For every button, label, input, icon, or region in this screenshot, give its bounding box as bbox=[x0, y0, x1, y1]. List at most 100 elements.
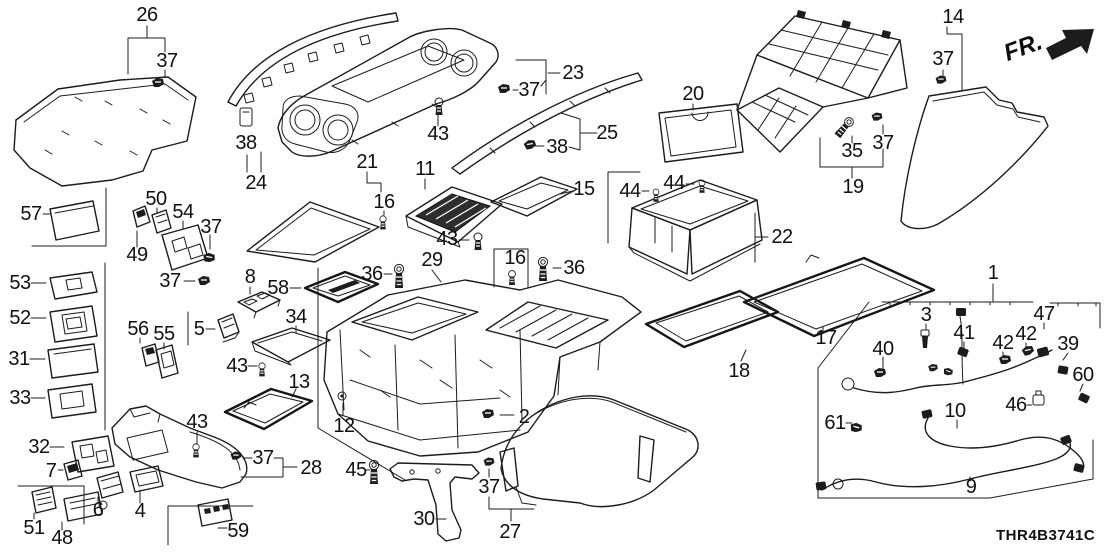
part-callout-54: 54 bbox=[172, 201, 194, 223]
part-callout-4: 4 bbox=[134, 500, 146, 522]
part-callout-23: 23 bbox=[562, 62, 584, 84]
part-callout-37: 37 bbox=[872, 132, 894, 154]
part-callout-13: 13 bbox=[288, 371, 310, 393]
switch-cluster-art bbox=[132, 205, 380, 379]
part-callout-59: 59 bbox=[227, 520, 249, 542]
part-callout-37: 37 bbox=[518, 79, 540, 101]
part-14-side-panel-art bbox=[900, 86, 1049, 230]
part-callout-11: 11 bbox=[415, 158, 435, 180]
part-callout-43: 43 bbox=[436, 228, 458, 250]
part-18-mat-art bbox=[644, 289, 780, 349]
part-callout-37: 37 bbox=[252, 447, 274, 469]
part-callout-12: 12 bbox=[333, 415, 355, 437]
part-callout-2: 2 bbox=[518, 406, 530, 428]
part-30-bracket-art bbox=[389, 462, 480, 542]
part-callout-24: 24 bbox=[245, 172, 267, 194]
part-19-grid-panel-art bbox=[736, 10, 908, 153]
part-callout-37: 37 bbox=[478, 476, 500, 498]
part-callout-37: 37 bbox=[932, 48, 954, 70]
part-callout-44: 44 bbox=[663, 172, 685, 194]
part-callout-43: 43 bbox=[427, 123, 449, 145]
part-callout-35: 35 bbox=[841, 140, 863, 162]
part-callout-31: 31 bbox=[8, 348, 30, 370]
fr-arrow-icon bbox=[1046, 29, 1094, 60]
part-callout-37: 37 bbox=[159, 270, 181, 292]
part-15-ring-art bbox=[490, 176, 578, 217]
part-callout-38: 38 bbox=[546, 136, 568, 158]
part-27-side-trim-art bbox=[499, 395, 699, 508]
part-callout-36: 36 bbox=[563, 257, 585, 279]
part-callout-28: 28 bbox=[300, 457, 322, 479]
part-callout-20: 20 bbox=[682, 83, 704, 105]
part-20-lid-art bbox=[658, 103, 744, 163]
part-13-mat-art bbox=[223, 387, 314, 431]
part-callout-42: 42 bbox=[1015, 323, 1037, 345]
part-callout-56: 56 bbox=[127, 318, 149, 340]
part-callout-7: 7 bbox=[45, 460, 57, 482]
part-callout-38: 38 bbox=[235, 132, 257, 154]
part-callout-46: 46 bbox=[1005, 394, 1027, 416]
fastener-glyphs bbox=[151, 74, 947, 485]
part-24-rail-art bbox=[227, 12, 399, 107]
part-callout-37: 37 bbox=[156, 50, 178, 72]
part-callout-16: 16 bbox=[373, 191, 395, 213]
part-callout-60: 60 bbox=[1072, 364, 1094, 386]
part-callout-3: 3 bbox=[920, 304, 932, 326]
part-callout-21: 21 bbox=[356, 151, 378, 173]
part-callout-37: 37 bbox=[200, 216, 222, 238]
part-callout-6: 6 bbox=[92, 499, 104, 521]
part-callout-40: 40 bbox=[872, 338, 894, 360]
part-callout-43: 43 bbox=[186, 411, 208, 433]
part-callout-29: 29 bbox=[421, 249, 443, 271]
part-callout-9: 9 bbox=[965, 476, 977, 498]
part-callout-45: 45 bbox=[345, 459, 367, 481]
part-callout-39: 39 bbox=[1057, 333, 1079, 355]
part-callout-53: 53 bbox=[9, 272, 31, 294]
part-callout-5: 5 bbox=[193, 318, 205, 340]
part-callout-44: 44 bbox=[619, 180, 641, 202]
part-callout-18: 18 bbox=[728, 360, 750, 382]
part-callout-27: 27 bbox=[499, 521, 521, 543]
part-23-upper-panel-art bbox=[277, 27, 499, 157]
part-callout-16: 16 bbox=[504, 247, 526, 269]
part-callout-25: 25 bbox=[596, 122, 618, 144]
part-callout-34: 34 bbox=[285, 306, 307, 328]
part-callout-42: 42 bbox=[992, 332, 1014, 354]
part-callout-47: 47 bbox=[1033, 303, 1055, 325]
diagram-code: THR4B3741C bbox=[996, 527, 1096, 544]
part-callout-48: 48 bbox=[51, 527, 73, 549]
part-21-lid-art bbox=[246, 201, 380, 263]
part-callout-43: 43 bbox=[226, 355, 248, 377]
part-callout-49: 49 bbox=[126, 244, 148, 266]
part-callout-58: 58 bbox=[267, 277, 289, 299]
part-callout-51: 51 bbox=[23, 517, 45, 539]
part-callout-19: 19 bbox=[842, 176, 864, 198]
part-17-mat-art bbox=[742, 254, 936, 338]
part-callout-26: 26 bbox=[136, 4, 158, 26]
part-callout-50: 50 bbox=[145, 188, 167, 210]
leader-lines bbox=[17, 25, 1101, 546]
part-callout-22: 22 bbox=[771, 226, 793, 248]
part-11-tray-art bbox=[405, 186, 503, 248]
part-57-mat-art bbox=[49, 200, 100, 241]
part-callout-30: 30 bbox=[413, 508, 435, 530]
part-25-strip-art bbox=[451, 72, 643, 175]
part-callout-52: 52 bbox=[9, 307, 31, 329]
part-28-side-trim-art bbox=[111, 405, 248, 489]
part-26-lower-garnish-art bbox=[13, 76, 197, 187]
part-callout-61: 61 bbox=[824, 412, 846, 434]
part-callout-15: 15 bbox=[573, 178, 595, 200]
part-22-box-art bbox=[628, 179, 763, 282]
part-callout-41: 41 bbox=[953, 322, 975, 344]
part-callout-57: 57 bbox=[20, 203, 42, 225]
part-callout-1: 1 bbox=[987, 262, 999, 284]
part-1-harness-art bbox=[815, 308, 1091, 491]
part-callout-14: 14 bbox=[942, 6, 964, 28]
part-callout-32: 32 bbox=[28, 436, 50, 458]
part-callout-36: 36 bbox=[361, 263, 383, 285]
part-callout-55: 55 bbox=[153, 323, 175, 345]
part-callout-10: 10 bbox=[944, 400, 966, 422]
part-29-center-frame-art bbox=[323, 279, 642, 457]
